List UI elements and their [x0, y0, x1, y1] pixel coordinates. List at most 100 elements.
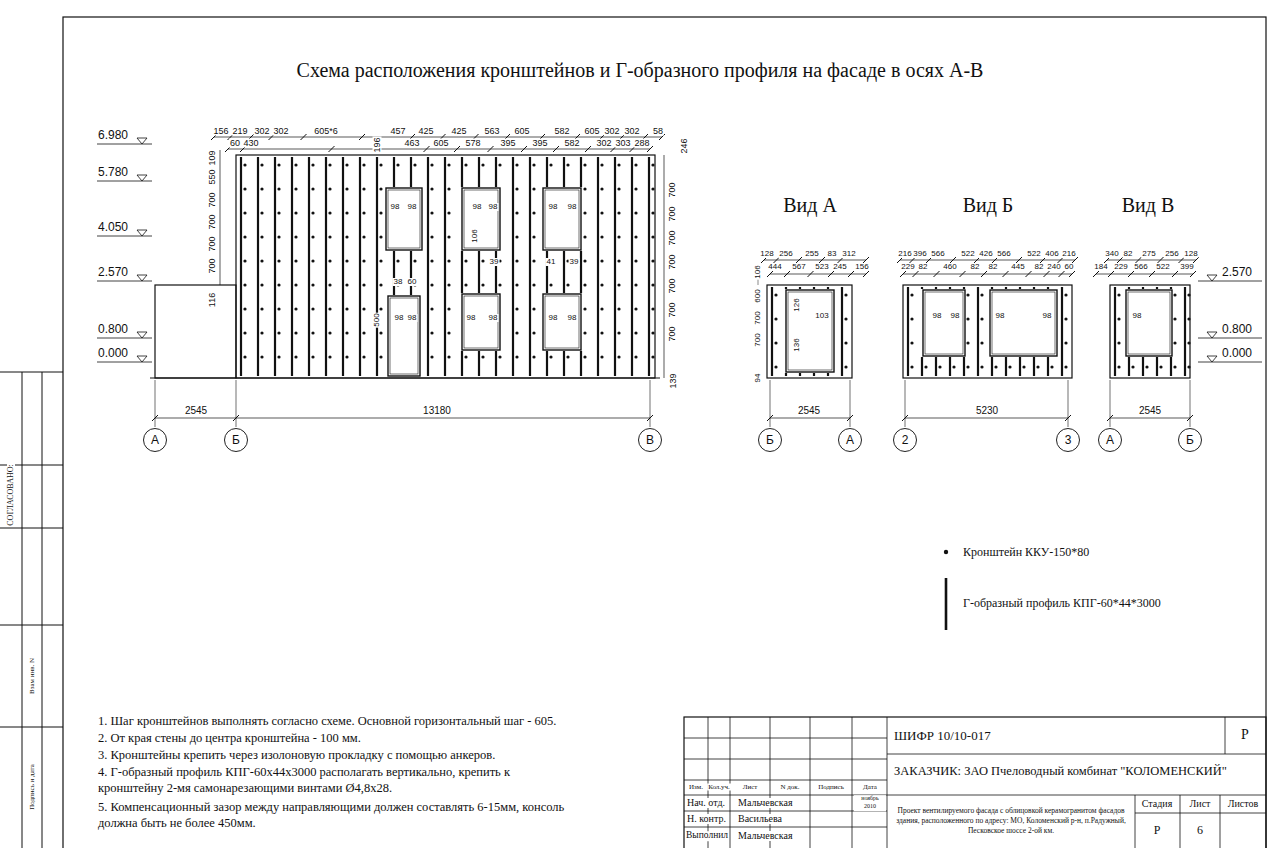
bracket — [634, 235, 637, 238]
dimension-value: 128 — [759, 250, 774, 258]
bracket — [277, 331, 280, 334]
bracket — [532, 355, 535, 358]
dimension-value: 500 — [373, 312, 381, 327]
bracket — [345, 235, 348, 238]
g-profile — [907, 287, 909, 376]
ground-line — [150, 377, 660, 378]
dimension-value: 128 — [1183, 250, 1198, 258]
bracket — [532, 283, 535, 286]
bracket — [617, 331, 620, 334]
dimension-value: 700 — [754, 310, 762, 325]
bracket — [583, 355, 586, 358]
bracket — [634, 355, 637, 358]
bracket — [481, 259, 484, 262]
g-profile — [963, 287, 965, 289]
bracket — [447, 163, 450, 166]
dimension-value: 406 — [1044, 250, 1059, 258]
g-profile — [1005, 287, 1007, 289]
g-profile — [1005, 357, 1007, 376]
note-text: 2. От края стены до центра кронштейна - … — [97, 730, 619, 746]
axis-letter: 2 — [902, 434, 909, 446]
dimension-value: 700 — [208, 191, 217, 208]
opening-dimension: 98 — [995, 312, 1006, 320]
dimension-value: 2545 — [797, 406, 821, 416]
bracket — [938, 365, 941, 368]
g-profile — [1156, 287, 1158, 289]
bracket — [243, 355, 246, 358]
g-profile — [813, 373, 815, 376]
bracket — [447, 307, 450, 310]
bracket — [617, 187, 620, 190]
dimension-line — [1110, 418, 1190, 419]
wall-outline — [236, 155, 655, 378]
bracket — [260, 331, 263, 334]
title-block-header: Лист — [1189, 799, 1212, 809]
bracket — [464, 259, 467, 262]
bracket — [1173, 293, 1176, 296]
bracket — [515, 235, 518, 238]
bracket — [294, 259, 297, 262]
bracket — [430, 283, 433, 286]
bracket — [362, 211, 365, 214]
g-profile — [580, 157, 582, 187]
bracket — [447, 283, 450, 286]
view-title: Вид В — [1121, 195, 1176, 215]
title-block-header: Стадия — [1141, 799, 1174, 809]
bracket — [311, 355, 314, 358]
bracket — [447, 211, 450, 214]
axis-letter: А — [846, 434, 854, 446]
dimension-line — [900, 260, 1075, 261]
bracket — [600, 331, 603, 334]
bracket — [583, 331, 586, 334]
bracket — [1173, 317, 1176, 320]
bracket — [498, 283, 501, 286]
bracket — [910, 365, 913, 368]
dimension-value: 399 — [1179, 263, 1194, 271]
opening-dimension: 98 — [488, 314, 499, 322]
dimension-tick — [767, 271, 773, 277]
axis-letter: В — [646, 434, 654, 446]
bracket — [413, 163, 416, 166]
window-opening — [462, 188, 500, 250]
dimension-value: 103 — [814, 312, 829, 320]
g-profile — [597, 157, 599, 376]
dimension-value: 126 — [793, 297, 801, 312]
dimension-value: 605*6 — [313, 127, 339, 136]
bracket — [583, 187, 586, 190]
bracket — [634, 211, 637, 214]
bracket — [617, 163, 620, 166]
dimension-value: 700 — [754, 332, 762, 347]
dimension-tick — [808, 271, 814, 277]
g-profile — [257, 157, 259, 376]
dimension-value: 550 — [208, 168, 217, 185]
dimension-value: 522 — [1026, 250, 1041, 258]
level-line — [1198, 338, 1262, 339]
g-profile — [1047, 287, 1049, 289]
dimension-value: 430 — [242, 139, 259, 148]
g-profile — [478, 351, 480, 376]
dimension-tick — [424, 146, 430, 152]
g-profile — [478, 157, 480, 187]
bracket — [379, 307, 382, 310]
dimension-value: 312 — [841, 250, 856, 258]
bracket — [651, 235, 654, 238]
bracket — [311, 259, 314, 262]
bracket — [294, 355, 297, 358]
dimension-tick — [1128, 271, 1134, 277]
bracket — [980, 317, 983, 320]
dimension-value: 216 — [1061, 250, 1076, 258]
bracket — [243, 259, 246, 262]
window-opening — [464, 296, 498, 348]
title-block-text: Выполнил — [685, 831, 729, 841]
bracket — [243, 307, 246, 310]
bracket — [328, 355, 331, 358]
dimension-value: 700 — [668, 229, 677, 246]
dimension-value: 302 — [253, 127, 270, 136]
dimension-value: 156 — [854, 263, 869, 271]
window-opening — [990, 290, 1057, 356]
title-block-header: Изм. — [688, 784, 704, 791]
window-opening — [388, 296, 420, 376]
bracket — [345, 187, 348, 190]
stamp-text: Подпись и дата — [29, 763, 36, 811]
level-mark: 2.570 — [97, 266, 129, 278]
